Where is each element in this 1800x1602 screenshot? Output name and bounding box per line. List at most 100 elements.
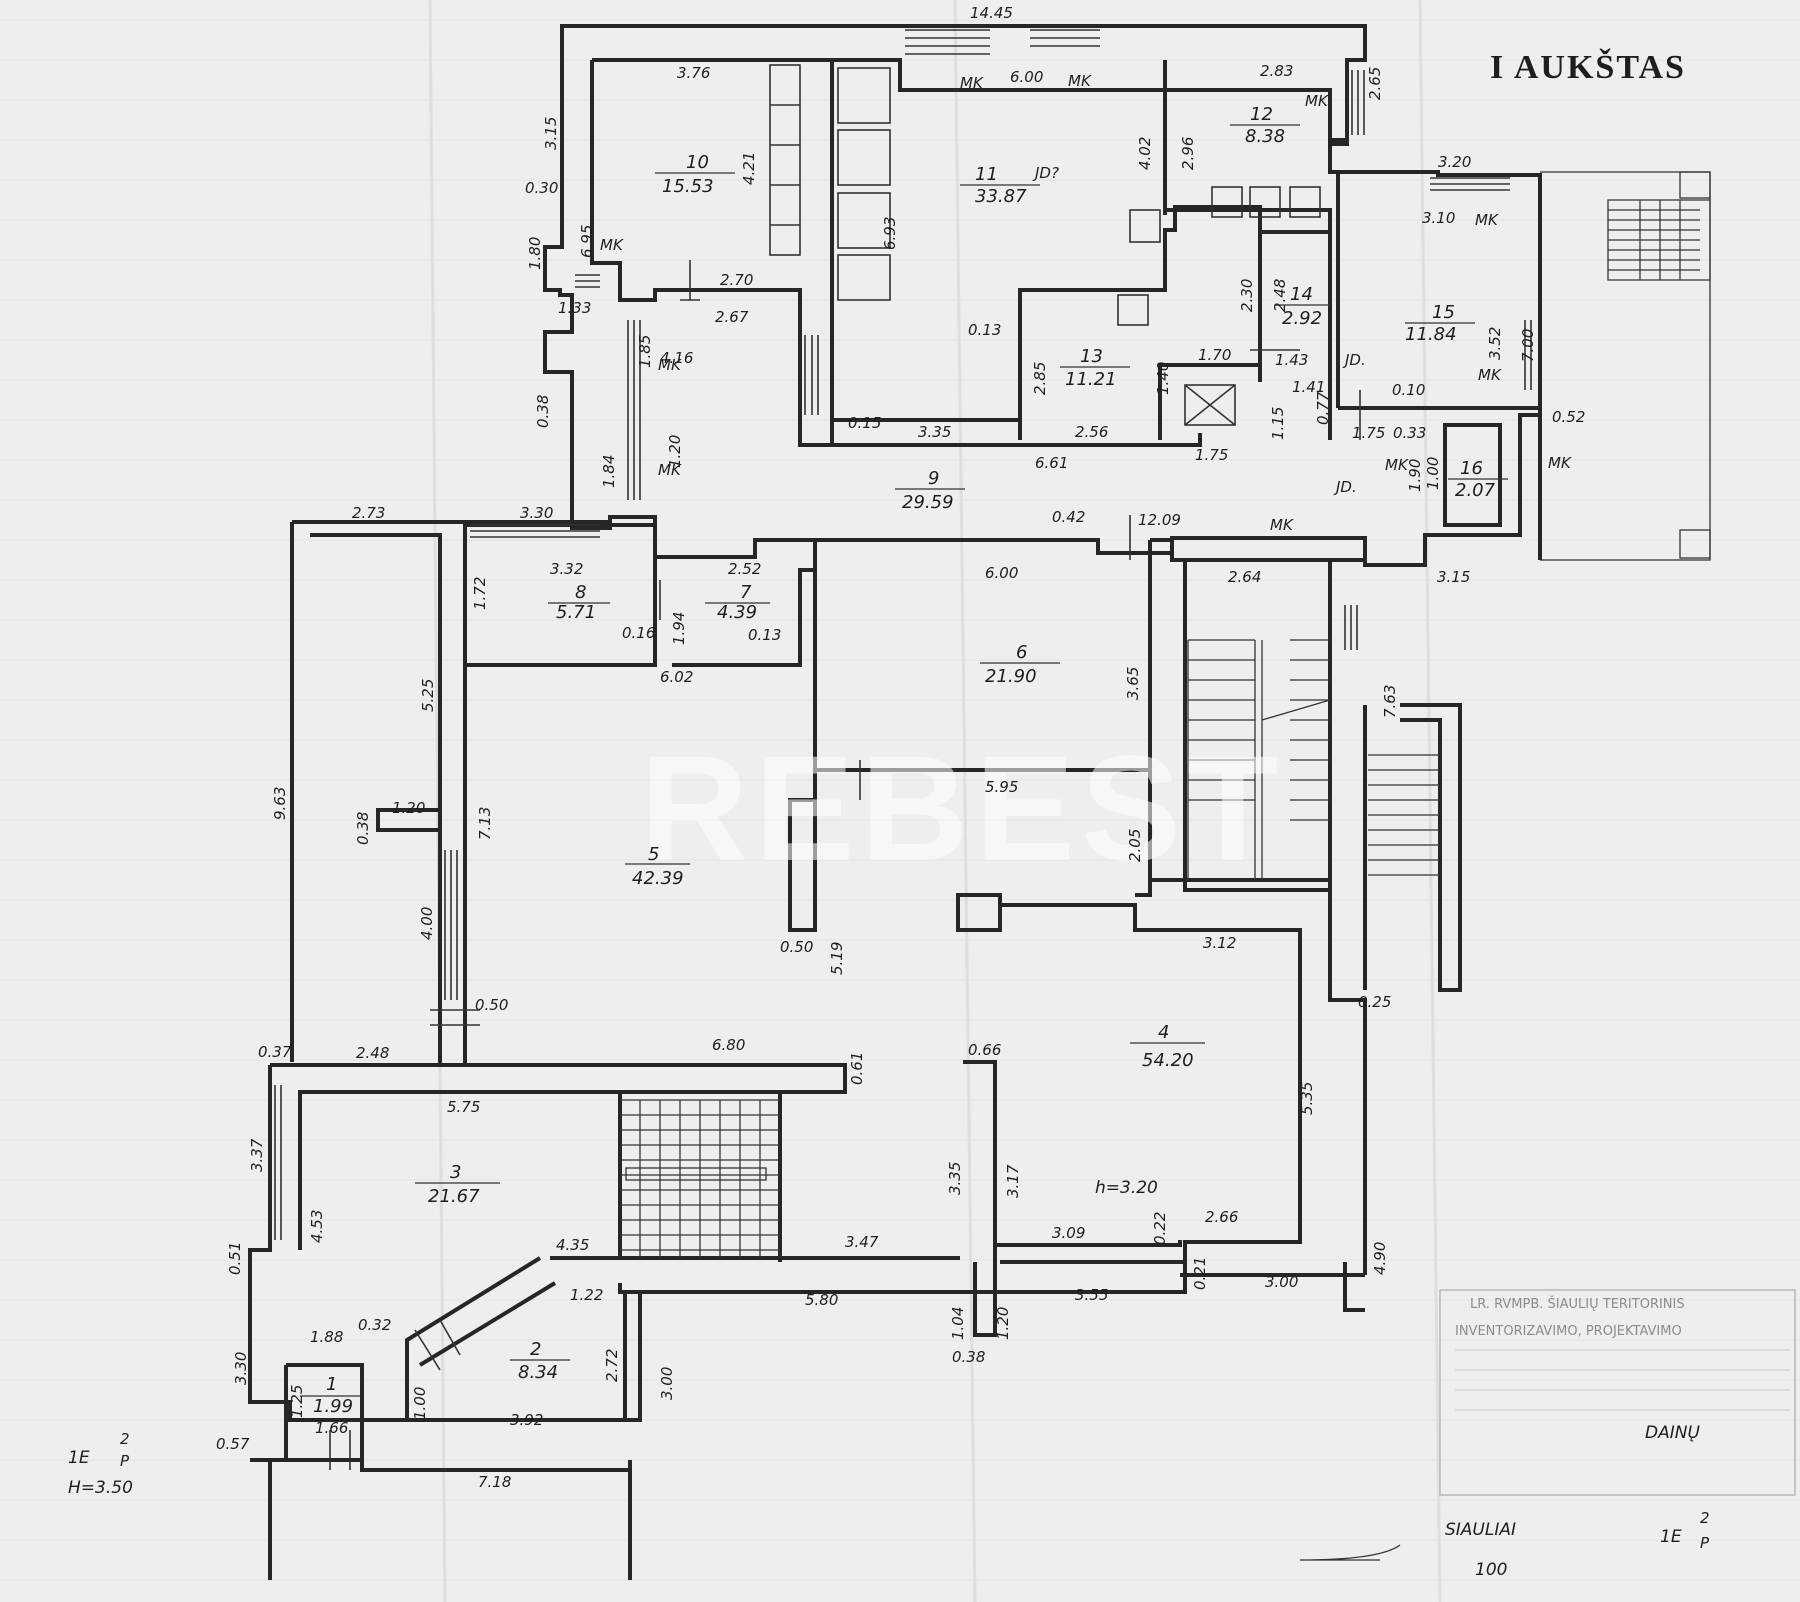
room-5-no: 5 (648, 844, 659, 865)
dim-label: 0.38 (354, 812, 372, 845)
bottom-number: 100 (1475, 1560, 1507, 1580)
dim-label: 4.16 (660, 349, 693, 367)
code-left: 1E 2 P H=3.50 (68, 1430, 133, 1498)
room-16-no: 16 (1460, 458, 1483, 479)
dim-label: 2.83 (1260, 62, 1293, 80)
dim-label: 1.66 (315, 1419, 348, 1437)
dim-label: 5.80 (805, 1291, 838, 1309)
dim-label: 0.57 (216, 1435, 250, 1453)
dim-label: 3.92 (510, 1411, 543, 1429)
dim-label: 3.32 (550, 560, 583, 578)
dim-label: 0.51 (226, 1242, 244, 1275)
dim-label: 3.00 (1265, 1273, 1298, 1291)
room-labels: 1 1.99 2 8.34 3 21.67 4 54.20 5 42.39 6 … (313, 104, 1496, 1417)
dim-label: 0.52 (1552, 408, 1585, 426)
room-9-no: 9 (928, 468, 939, 489)
dim-label: 0.13 (748, 626, 781, 644)
dim-label: 0.33 (1393, 424, 1426, 442)
room-2-area: 8.34 (518, 1362, 558, 1383)
dim-label: 6.80 (712, 1036, 745, 1054)
dim-label: 5.75 (447, 1098, 480, 1116)
code-right-sub: P (1700, 1534, 1710, 1552)
room-9-area: 29.59 (902, 492, 954, 513)
mark-label: MK (1548, 454, 1572, 472)
dim-label: 0.32 (358, 1316, 391, 1334)
height-note: H=3.50 (68, 1478, 133, 1498)
fixtures (769, 64, 1321, 426)
dim-label: 5.35 (1298, 1082, 1316, 1115)
windows (274, 29, 1532, 1240)
dim-label: 3.35 (918, 423, 951, 441)
dim-label: 7.00 (1519, 329, 1537, 362)
inventory-stamp: LR. RVMPB. ŠIAULIŲ TERITORINIS INVENTORI… (1439, 1289, 1796, 1496)
room4-height-note: h=3.20 (1095, 1178, 1158, 1198)
dim-label: 0.50 (475, 996, 508, 1014)
dim-label: 1.25 (288, 1385, 306, 1418)
code-right-main: 1E (1660, 1527, 1682, 1547)
room-underlines (300, 124, 1508, 1397)
bottom-street: SIAULIAI (1445, 1520, 1516, 1540)
dim-label: 2.66 (1205, 1208, 1238, 1226)
dim-label: 3.30 (232, 1352, 250, 1385)
dim-label: 0.66 (968, 1041, 1001, 1059)
dim-label: 3.37 (248, 1138, 266, 1172)
stairs (620, 171, 1711, 1258)
mark-label: MK (960, 74, 984, 92)
dim-label: 1.72 (471, 577, 489, 610)
dim-label: 4.35 (556, 1236, 589, 1254)
dim-label: 3.65 (1124, 667, 1142, 700)
dim-label: 2.48 (356, 1044, 389, 1062)
dim-label: 6.02 (660, 668, 693, 686)
room-1-no: 1 (326, 1374, 337, 1395)
room-6-no: 6 (1016, 642, 1027, 663)
dim-label: 6.00 (985, 564, 1018, 582)
dim-label: 0.77 (1314, 391, 1332, 425)
dim-label: 1.75 (1195, 446, 1228, 464)
dim-label: 4.02 (1136, 137, 1154, 170)
dim-label: 0.61 (848, 1052, 866, 1085)
code-right-sup: 2 (1700, 1509, 1710, 1527)
mark-label: MK (1305, 92, 1329, 110)
dim-label: 0.37 (258, 1043, 292, 1061)
door-ticks (329, 260, 1361, 1470)
code-left-sub: P (120, 1452, 130, 1470)
room-7-area: 4.39 (717, 602, 757, 623)
room-14-area: 2.92 (1282, 308, 1322, 329)
dim-label: 1.22 (570, 1286, 603, 1304)
dim-label: 1.20 (994, 1307, 1012, 1340)
dim-label: 6.00 (1010, 68, 1043, 86)
street-label: DAINŲ (1645, 1423, 1700, 1443)
dim-label: 1.85 (636, 335, 654, 368)
dim-label: 2.72 (603, 1349, 621, 1382)
dim-label: 1.84 (600, 455, 618, 488)
dim-label: 0.38 (534, 395, 552, 428)
dim-label: 3.17 (1004, 1164, 1022, 1198)
dim-label: 5.25 (419, 679, 437, 712)
dim-label: 3.55 (1075, 1286, 1108, 1304)
dim-label: 3.47 (845, 1233, 879, 1251)
mark-label: JD. (1342, 351, 1366, 369)
mark-label: JD. (1333, 478, 1357, 496)
code-right: 1E 2 P (1660, 1509, 1710, 1552)
room-3-no: 3 (450, 1162, 461, 1183)
dim-label: 1.40 (1154, 362, 1172, 395)
dim-label: 2.96 (1179, 137, 1197, 170)
dim-label: 6.61 (1035, 454, 1068, 472)
room-1-area: 1.99 (313, 1396, 353, 1417)
dim-label: 0.30 (525, 179, 558, 197)
room-6-area: 21.90 (985, 666, 1037, 687)
dim-label: 0.38 (952, 1348, 985, 1366)
dim-label: 4.21 (740, 152, 758, 185)
room-8-area: 5.71 (556, 602, 596, 623)
dim-label: 2.52 (728, 560, 761, 578)
dim-label: 1.00 (411, 1387, 429, 1420)
dim-label: 0.42 (1052, 508, 1085, 526)
mark-label: MK (658, 356, 682, 374)
dim-label: 1.33 (558, 299, 591, 317)
dim-label: 2.73 (352, 504, 385, 522)
code-left-main: 1E (68, 1448, 90, 1468)
dim-label: 14.45 (970, 4, 1013, 22)
dim-label: 2.65 (1366, 67, 1384, 100)
mark-labels: MK MK MK MK MK MK MK MK JD. JD. MK MK JD… (600, 72, 1572, 534)
